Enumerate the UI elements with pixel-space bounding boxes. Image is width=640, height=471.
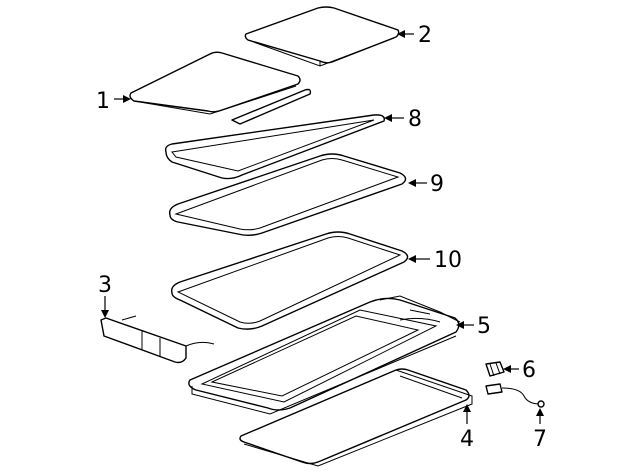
callout-label-2: 2: [418, 23, 432, 48]
callout-label-5: 5: [477, 314, 491, 339]
part-4-sunshade: [239, 368, 473, 467]
callout-6: 6: [503, 358, 536, 383]
callout-label-10: 10: [434, 248, 462, 273]
callout-label-9: 9: [430, 172, 444, 197]
part-3-strip: [100, 315, 215, 364]
callout-label-7: 7: [533, 427, 547, 452]
callout-label-1: 1: [96, 89, 110, 114]
callout-1: 1: [96, 89, 131, 114]
part-2-rear-panel: [244, 6, 400, 67]
callout-8: 8: [384, 107, 422, 132]
callout-10: 10: [408, 248, 462, 273]
callout-9: 9: [408, 172, 444, 197]
callout-2: 2: [397, 23, 432, 48]
part-7-harness: [485, 383, 545, 408]
callout-label-3: 3: [98, 273, 112, 298]
callout-label-8: 8: [408, 107, 422, 132]
part-6-motor-connector: [485, 361, 505, 377]
part-5-frame: [188, 295, 461, 415]
part-9-seal: [168, 153, 407, 236]
callout-4: 4: [460, 404, 474, 452]
part-10-seal: [170, 231, 409, 330]
callout-5: 5: [456, 314, 491, 339]
callout-3: 3: [98, 273, 112, 318]
callout-7: 7: [533, 408, 547, 452]
part-8-seal: [164, 114, 385, 180]
callout-label-4: 4: [460, 427, 474, 452]
callout-label-6: 6: [522, 358, 536, 383]
part-1-front-panel: [129, 51, 312, 125]
